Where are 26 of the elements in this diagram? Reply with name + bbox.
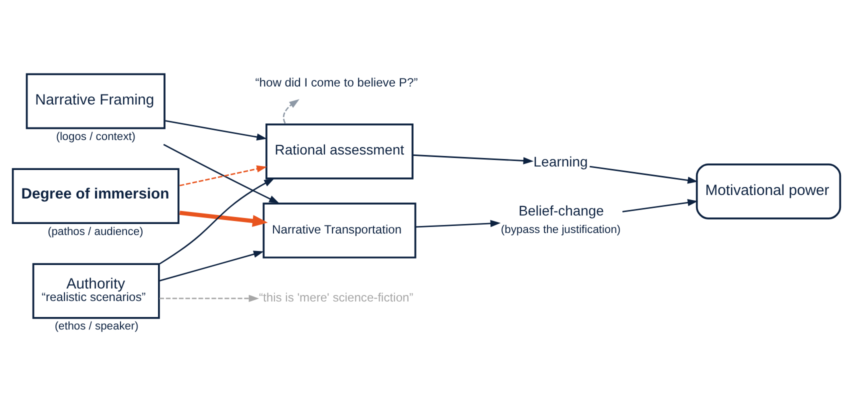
node-label: (pathos / audience) (48, 226, 144, 238)
node-text: Learning (534, 153, 588, 170)
arrow (179, 210, 268, 227)
arrow (159, 178, 274, 264)
node-label: (bypass the justification) (500, 224, 621, 236)
node-box: Motivational power (696, 164, 842, 220)
arrow (159, 294, 260, 302)
arrow (165, 120, 267, 141)
node-text: “how did I come to believe P?” (255, 76, 418, 90)
node-label: (ethos / speaker) (54, 320, 138, 333)
node-box: Narrative Framing (26, 73, 166, 130)
node-text: Belief-change (518, 202, 604, 219)
node-box: Degree of immersion (12, 168, 180, 224)
arrow (413, 154, 534, 164)
arrow (622, 199, 698, 212)
arrow (282, 99, 300, 124)
arrow (590, 166, 698, 184)
arrow (180, 165, 267, 186)
arrow (163, 144, 280, 204)
node-box: Narrative Transportation (262, 202, 416, 258)
node-label: (logos / context) (56, 130, 136, 143)
node-box: Rational assessment (266, 124, 414, 180)
node-box: Authority “realistic scenarios” (32, 263, 160, 319)
node-text: “this is 'mere' science-fiction” (258, 290, 414, 305)
arrow (159, 250, 264, 282)
arrow (416, 220, 501, 228)
